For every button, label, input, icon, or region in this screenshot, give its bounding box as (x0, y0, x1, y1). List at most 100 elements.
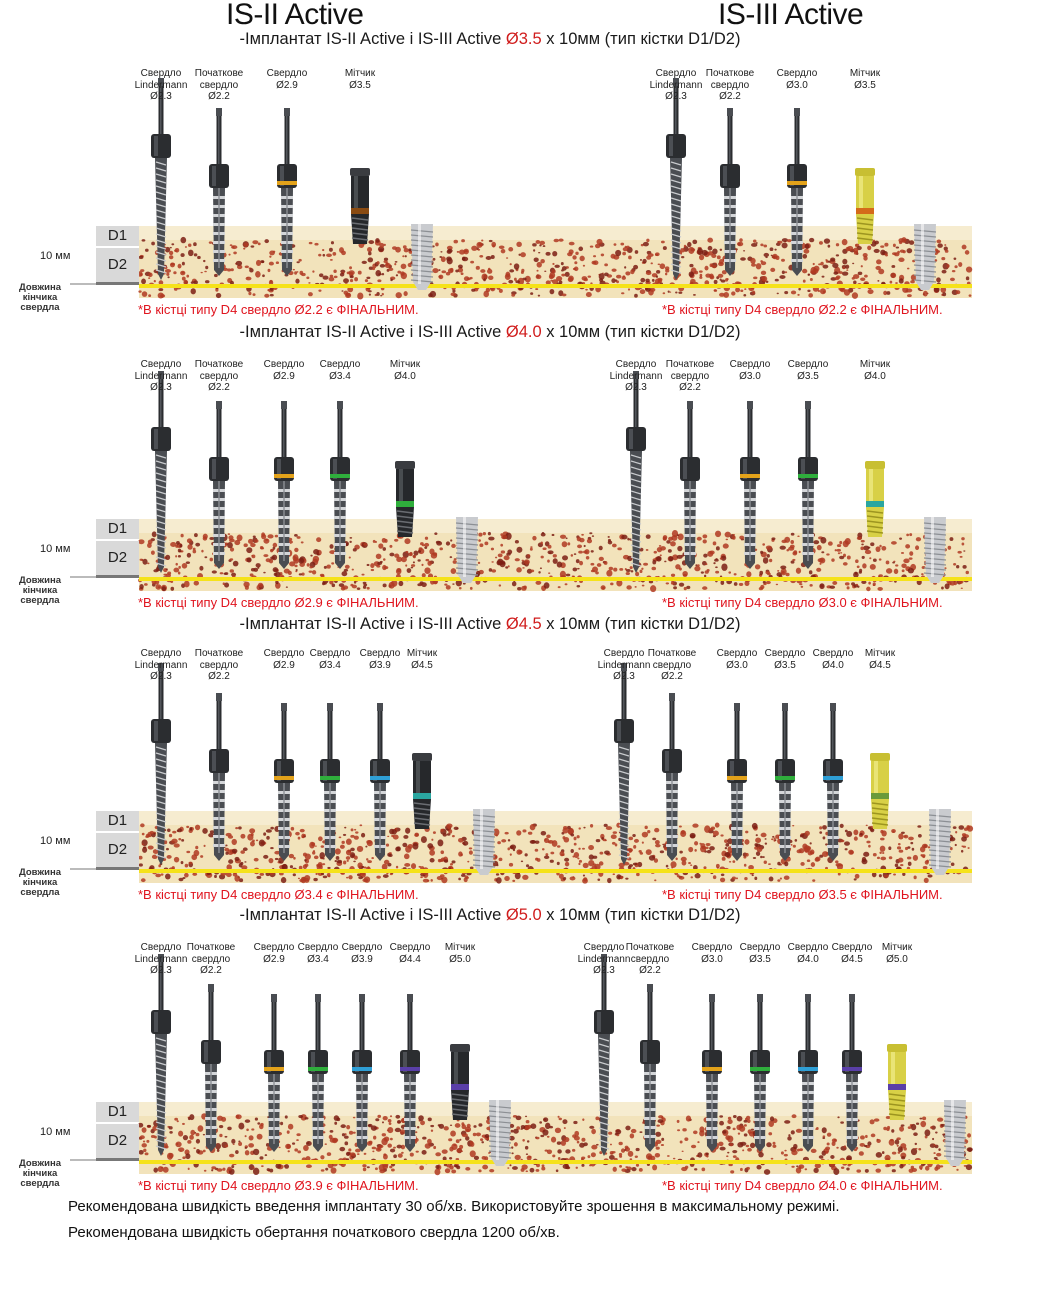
length-label: 10 мм (40, 250, 71, 262)
d1-label: D1 (96, 519, 139, 539)
tool-name: Початкове свердло (186, 942, 236, 965)
right-drill-icon (775, 703, 795, 861)
tip-marker (96, 282, 139, 285)
tool-size: Ø2.2 (719, 91, 741, 102)
left-drill-icon (352, 994, 372, 1152)
tool-name: Свердло (263, 648, 305, 659)
tool-name: Свердло (831, 942, 873, 953)
tool-name: Свердло (389, 942, 431, 953)
tool-size: Ø3.4 (319, 659, 341, 671)
left-drill-icon (201, 984, 221, 1152)
right-tap-icon (870, 753, 890, 829)
left-drill-icon (209, 108, 229, 276)
right-drill-icon (842, 994, 862, 1152)
title-diameter: Ø3.5 (505, 30, 542, 48)
tool-name: Мітчик (344, 68, 376, 79)
left-implant-icon (410, 224, 434, 290)
tool-name: Мітчик (881, 942, 913, 953)
right-tap-icon (865, 461, 885, 537)
tool-name: Свердло (341, 942, 383, 953)
tool-size: Ø4.0 (394, 370, 416, 382)
tool-name: Свердло Lindermann (597, 648, 651, 671)
length-label: 10 мм (40, 835, 71, 847)
left-drill-icon (277, 108, 297, 276)
tip-marker (96, 1158, 139, 1161)
section-title: -Імплантат IS-II Active і IS-III Active … (0, 906, 980, 925)
bone-diagram (70, 371, 972, 593)
right-d4-note: *В кістці типу D4 свердло Ø4.0 є ФІНАЛЬН… (662, 1178, 943, 1193)
tool-name: Мітчик (406, 648, 438, 659)
right-drill-icon (702, 994, 722, 1152)
tool-name: Свердло (787, 942, 829, 953)
tool-size: Ø2.9 (273, 659, 295, 671)
footer-line-2: Рекомендована швидкість обертання початк… (68, 1224, 560, 1241)
section-title: -Імплантат IS-II Active і IS-III Active … (0, 323, 980, 342)
section-title: -Імплантат IS-II Active і IS-III Active … (0, 30, 980, 49)
tool-name: Свердло (309, 648, 351, 659)
tool-size: Ø3.4 (307, 953, 329, 965)
right-drill-icon (680, 401, 700, 569)
title-suffix: x 10мм (тип кістки D1/D2) (541, 615, 741, 633)
left-drill-icon (274, 401, 294, 569)
tool-name: Свердло Lindermann (577, 942, 631, 965)
tool-size: Ø3.5 (797, 370, 819, 382)
tool-name: Початкове свердло (665, 359, 715, 382)
tool-name: Свердло (739, 942, 781, 953)
title-diameter: Ø4.0 (505, 323, 542, 341)
right-drill-icon (798, 401, 818, 569)
tool-size: Ø3.0 (786, 79, 808, 91)
tool-size: Ø2.2 (200, 965, 222, 976)
title-suffix: x 10мм (тип кістки D1/D2) (541, 906, 741, 924)
depth-line (139, 869, 972, 873)
title-prefix: -Імплантат IS-II Active і IS-III Active (239, 906, 506, 924)
tool-size: Ø3.5 (349, 79, 371, 91)
tool-size: Ø2.3 (665, 91, 687, 102)
left-d4-note: *В кістці типу D4 свердло Ø2.2 є ФІНАЛЬН… (138, 302, 419, 317)
right-implant-icon (943, 1100, 967, 1166)
tool-name: Свердло (691, 942, 733, 953)
tip-marker (96, 575, 139, 578)
left-drill-icon (274, 703, 294, 861)
left-drill-icon (151, 371, 171, 573)
title-diameter: Ø5.0 (505, 906, 542, 924)
tool-name: Початкове свердло (194, 648, 244, 671)
left-drill-icon (264, 994, 284, 1152)
tool-size: Ø2.3 (613, 671, 635, 682)
tool-size: Ø2.2 (208, 382, 230, 393)
tool-size: Ø4.5 (411, 659, 433, 671)
tool-size: Ø2.3 (150, 91, 172, 102)
tool-name: Мітчик (444, 942, 476, 953)
left-tap-icon (350, 168, 370, 244)
right-implant-icon (923, 517, 947, 583)
tool-name: Свердло (776, 68, 818, 79)
left-drill-icon (209, 401, 229, 569)
right-drill-icon (740, 401, 760, 569)
d2-label: D2 (96, 541, 139, 575)
tool-name: Свердло Lindermann (134, 648, 188, 671)
tip-length-label: Довжина кінчика свердла (19, 867, 61, 898)
tool-name: Свердло (253, 942, 295, 953)
tool-name: Початкове свердло (705, 68, 755, 91)
cortical-layer (139, 811, 972, 825)
tip-length-label: Довжина кінчика свердла (19, 575, 61, 606)
tool-name: Свердло Lindermann (609, 359, 663, 382)
cortical-layer (139, 226, 972, 240)
